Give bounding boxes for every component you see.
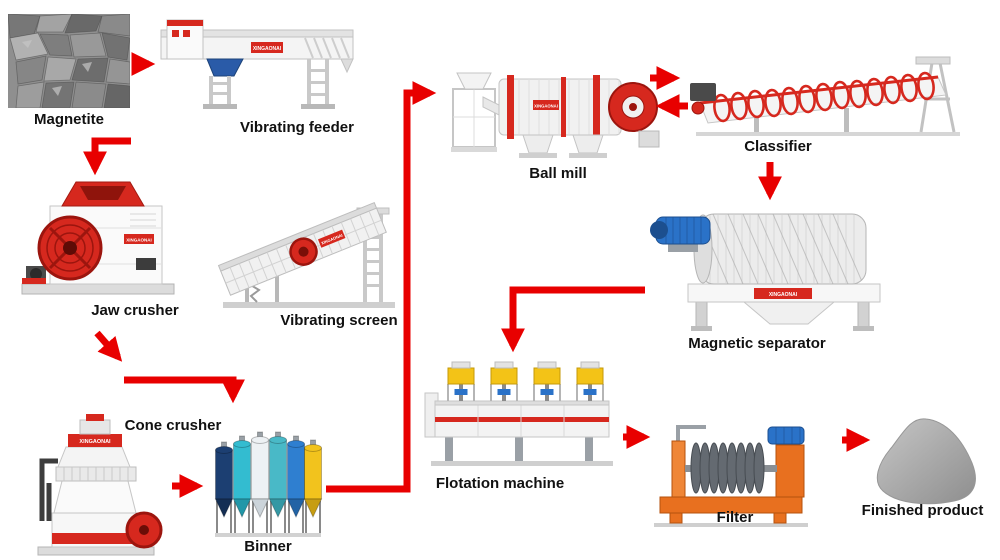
classifier-illustration [690, 56, 960, 136]
binner [213, 419, 323, 543]
filter-illustration [654, 425, 808, 527]
cone-crusher: XINGAONAI [22, 413, 170, 558]
vibrating-feeder: XINGAONAI [153, 16, 365, 118]
jaw-crusher-label: Jaw crusher [91, 302, 179, 319]
jaw-crusher: XINGAONAI [12, 176, 187, 302]
flotation-machine [423, 353, 619, 471]
vibrating-feeder-illustration: XINGAONAI [160, 19, 354, 109]
finished-product [866, 413, 993, 509]
classifier [688, 53, 973, 139]
brand-logo-text: XINGAONAI [769, 292, 798, 298]
binner-label: Binner [244, 538, 292, 555]
vibrating-feeder-label: Vibrating feeder [240, 119, 354, 136]
mill-cylinder [498, 78, 622, 136]
ball-mill-label: Ball mill [529, 165, 587, 182]
jaw-crusher-illustration: XINGAONAI [21, 181, 175, 295]
arrow-to-binner-elbow [124, 376, 245, 404]
arrow-separator-to-flotation [501, 286, 645, 353]
magnetic-separator-label: Magnetic separator [688, 335, 826, 352]
vibrating-screen: XINGAONAI [205, 186, 405, 313]
brand-logo-text: XINGAONAI [126, 238, 152, 243]
magnetite [8, 14, 130, 108]
arrow-jaw-to-cone-crusher [94, 330, 123, 362]
magnetic-separator: XINGAONAI [648, 198, 893, 334]
cone-crusher-label: Cone crusher [124, 417, 222, 434]
flotation-cells [447, 361, 604, 401]
arrow-feeder-to-jaw-crusher [83, 137, 131, 176]
finished-product-label: Finished product [861, 502, 984, 519]
classifier-label: Classifier [744, 138, 812, 155]
flotation-machine-illustration [424, 361, 613, 466]
ball-mill: XINGAONAI [443, 53, 665, 167]
filter-label: Filter [716, 509, 754, 526]
brand-logo-text: XINGAONAI [253, 46, 282, 52]
brand-logo-text: XINGAONAI [534, 104, 558, 109]
finished-product-pile [876, 418, 976, 505]
binner-illustration [214, 431, 323, 537]
spiral-screw [713, 71, 935, 123]
cone-crusher-illustration: XINGAONAI [37, 414, 163, 556]
filter-discs [690, 442, 765, 494]
ball-mill-illustration: XINGAONAI [451, 72, 660, 158]
magnetite-label: Magnetite [33, 111, 104, 128]
flotation-machine-label: Flotation machine [435, 475, 565, 492]
brand-logo-text: XINGAONAI [79, 439, 111, 445]
filter [648, 413, 814, 529]
magnetite-photo [8, 14, 130, 108]
vibrating-screen-label: Vibrating screen [280, 312, 398, 329]
vibrating-screen-illustration: XINGAONAI [217, 201, 395, 308]
magnetic-separator-illustration: XINGAONAI [650, 213, 881, 331]
